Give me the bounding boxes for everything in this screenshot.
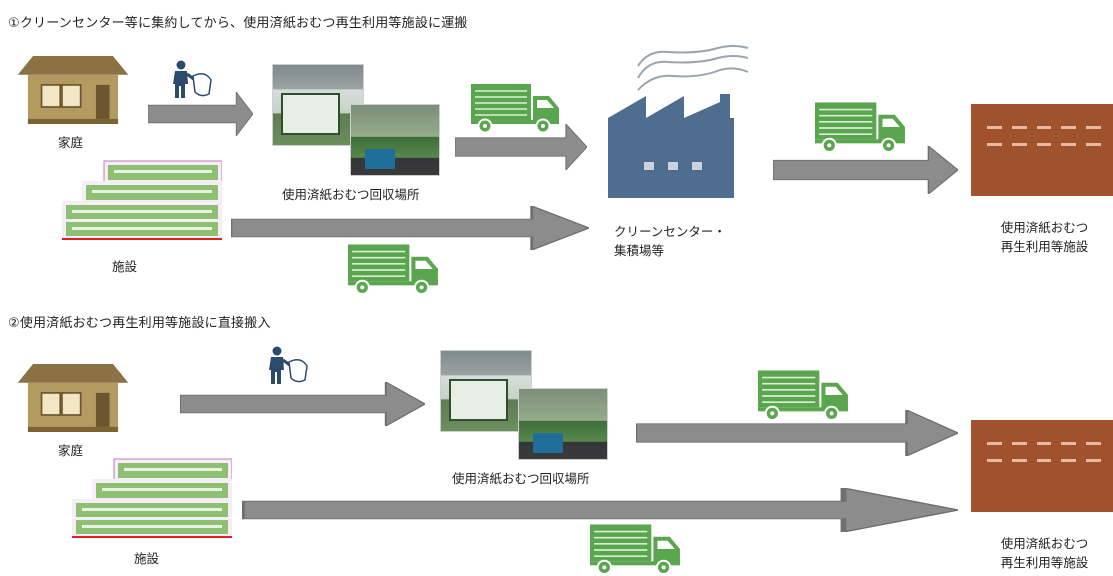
recycle-label-line1: 使用済紙おむつ xyxy=(1000,536,1089,551)
truck-icon xyxy=(348,244,440,296)
recycling-facility-icon xyxy=(971,104,1113,196)
nursing-home-icon xyxy=(72,458,232,538)
collection-photo xyxy=(518,388,608,460)
house-icon xyxy=(8,364,138,432)
arrow-icon xyxy=(636,410,958,456)
collection-label: 使用済紙おむつ回収場所 xyxy=(282,187,420,202)
recycle-label: 使用済紙おむつ 再生利用等施設 xyxy=(976,534,1113,572)
collection-photo xyxy=(272,64,364,146)
arrow-icon xyxy=(148,92,253,136)
nursing-home-icon xyxy=(62,160,222,240)
section2-heading: ②使用済紙おむつ再生利用等施設に直接搬入 xyxy=(8,316,271,331)
recycle-label-line1: 使用済紙おむつ xyxy=(1000,220,1089,235)
collection-photo xyxy=(350,104,440,176)
person-carrying-bag-icon xyxy=(264,346,310,386)
truck-icon xyxy=(590,524,682,576)
arrow-icon xyxy=(180,382,425,426)
recycle-label: 使用済紙おむつ 再生利用等施設 xyxy=(976,218,1113,256)
section1-heading: ①クリーンセンター等に集約してから、使用済紙おむつ再生利用等施設に運搬 xyxy=(8,16,468,31)
factory-icon xyxy=(608,45,749,198)
collection-label: 使用済紙おむつ回収場所 xyxy=(452,471,590,486)
arrow-icon xyxy=(455,124,587,170)
arrow-icon xyxy=(773,146,958,194)
recycling-facility-icon xyxy=(971,420,1113,512)
house-icon xyxy=(8,56,138,124)
clean-center-label-line1: クリーンセンター・ xyxy=(614,224,726,239)
recycle-label-line2: 再生利用等施設 xyxy=(1000,555,1089,570)
recycle-label-line2: 再生利用等施設 xyxy=(1000,239,1089,254)
facility-label: 施設 xyxy=(134,551,160,566)
home-label: 家庭 xyxy=(58,135,84,150)
clean-center-label-line2: 集積場等 xyxy=(614,243,665,258)
facility-label: 施設 xyxy=(112,259,138,274)
clean-center-label: クリーンセンター・ 集積場等 xyxy=(614,222,726,260)
home-label: 家庭 xyxy=(58,443,84,458)
